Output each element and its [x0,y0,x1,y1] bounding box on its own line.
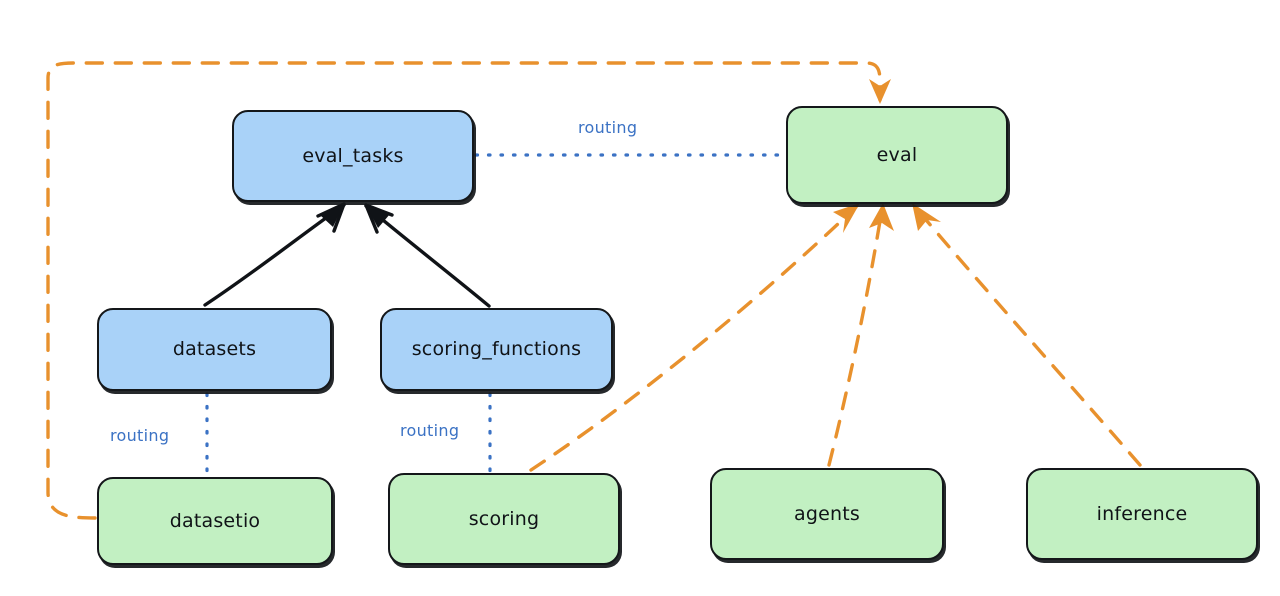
node-inference[interactable]: inference [1026,468,1258,560]
node-scoring[interactable]: scoring [388,473,620,565]
node-label: eval_tasks [302,144,404,167]
node-label: scoring [468,507,540,530]
edge-datasetio-to-eval [46,61,891,520]
node-scoring-functions[interactable]: scoring_functions [380,308,613,391]
node-eval[interactable]: eval [786,106,1008,204]
node-label: agents [794,502,860,525]
node-label: datasets [172,338,257,360]
edge-agents-to-eval [827,203,894,467]
node-datasetio[interactable]: datasetio [97,477,333,565]
edge-label-routing-datasets: routing [110,426,170,445]
node-eval-tasks[interactable]: eval_tasks [232,110,474,202]
node-label: inference [1096,502,1188,525]
edge-scoring-functions-to-eval-tasks [364,203,491,308]
node-label: scoring_functions [411,338,582,360]
edge-label-routing-scoring: routing [400,421,460,440]
edge-inference-to-eval [912,203,1142,467]
edge-scoring-to-eval [529,203,860,472]
node-label: eval [876,143,918,166]
edge-label-routing-eval-tasks: routing [578,118,638,137]
edge-datasets-to-eval-tasks [203,202,346,307]
node-label: datasetio [169,509,261,532]
node-datasets[interactable]: datasets [97,308,332,391]
node-agents[interactable]: agents [710,468,944,560]
